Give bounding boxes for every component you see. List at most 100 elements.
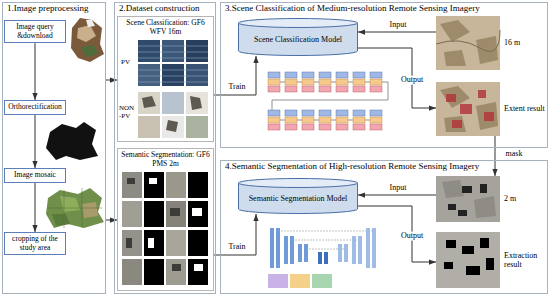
image-tile [166,172,186,198]
feature-bar [276,228,280,268]
image-tile [122,172,142,198]
classification-network [268,72,388,130]
layer-block [336,72,348,92]
pv-tile [138,64,160,86]
image-tile [122,259,142,285]
raw-image-patch [81,45,98,57]
ortho-image [46,122,98,160]
model-cylinder: Semantic Segmentation Model [238,178,358,214]
feature-bar [298,244,302,262]
high-res-image [436,176,500,222]
attention-block [312,274,332,288]
pv-stripes [138,46,208,82]
pv-samples [138,40,208,86]
flow-arrow [35,115,36,168]
image-tile: 16 m [436,16,500,70]
flow-arrow [35,43,36,100]
layer-block [302,72,314,92]
mask-tile [144,259,164,285]
non-pv-detail [142,96,202,132]
step-label: Image mosaic [7,171,63,180]
panel-heading: 3.Scene Classification of Medium-resolut… [221,3,547,15]
feature-bar [358,236,362,264]
cylinder-top [239,19,358,28]
mosaic-patch [60,196,80,212]
raw-image-patch [86,20,95,27]
process-box: Image query &download [4,20,66,43]
flow-arrow [106,220,117,221]
stage-panel: Scene Classification: GF6 WFV 16mPV NON -… [114,2,216,294]
feature-bar [366,228,370,268]
image-tile: Extent result [436,82,500,136]
image-caption: 16 m [504,38,546,47]
non-pv-samples [138,92,208,138]
dataset-heading: Semantic Segmentation: GF6 PMS 2m [118,149,213,170]
image-tile [166,259,186,285]
image-caption: 2 m [504,194,546,203]
attention-block [268,274,288,288]
mask-tile [188,230,208,256]
layer-block [285,110,297,130]
layer-block [370,110,382,130]
pv-tile [186,64,208,86]
flow-arrow [358,195,436,196]
pv-tile [138,40,160,62]
class-label: PV [121,59,130,67]
layer-block [268,72,280,92]
feature-bar [324,252,328,264]
raw-image [71,18,104,62]
layer-block [302,110,314,130]
flow-arrow [358,206,436,262]
layer-block [336,110,348,130]
raw-image-patch [77,25,96,42]
flow-arrow [358,48,436,108]
edge-label: Input [389,21,408,30]
stage-panel: Scene Classification Model 16 m Extent res… [220,2,548,148]
dataset-panel: Scene Classification: GF6 WFV 16mPV NON -… [117,16,214,142]
edge-label: Output [400,232,424,241]
extent-cell [446,90,494,128]
panel-heading: 1.Image preprocessing [3,3,105,15]
river [436,30,500,51]
mosaic-image [46,188,104,228]
feature-bar [284,236,288,264]
flow-arrow [106,80,117,81]
medium-res-image [436,16,500,70]
edge-label: mask [505,150,524,159]
feature-bar [344,244,348,262]
layer-block [353,72,365,92]
flow-arrow [358,32,436,33]
extent-image [436,82,500,136]
mask-tile [144,201,164,227]
process-box: cropping of the study area [4,232,66,255]
layer-block [370,72,382,92]
dataset-heading: Scene Classification: GF6 WFV 16m [118,17,213,38]
mask-shape [148,178,203,271]
feature-bar [304,244,308,262]
stage-panel: Semantic Segmentation Model2 mExtraction… [220,160,548,294]
non-pv-tile [186,116,208,138]
feature-bar [318,252,322,264]
pv-array [126,178,181,271]
layer-block [353,110,365,130]
feature-bar [270,228,274,268]
class-label: NON -PV [119,105,137,120]
model-label: Scene Classification Model [250,35,346,44]
flow-arrow [35,183,36,232]
mask-tile [188,172,208,198]
process-box: Orthorectification [4,100,66,115]
feature-bar [352,236,356,264]
mask-tile [188,259,208,285]
mask-tile [144,172,164,198]
layer-block [268,110,280,130]
step-label: Image query &download [7,23,63,40]
terrain-patch [440,86,498,132]
flow-arrow [495,136,496,176]
feature-bar [290,236,294,264]
layer-block [319,72,331,92]
pv-array [448,184,487,216]
dataset-panel: Semantic Segmentation: GF6 PMS 2m [117,148,214,291]
mosaic-patch [52,214,70,226]
image-caption: Extent result [504,104,546,113]
non-pv-tile [138,116,160,138]
